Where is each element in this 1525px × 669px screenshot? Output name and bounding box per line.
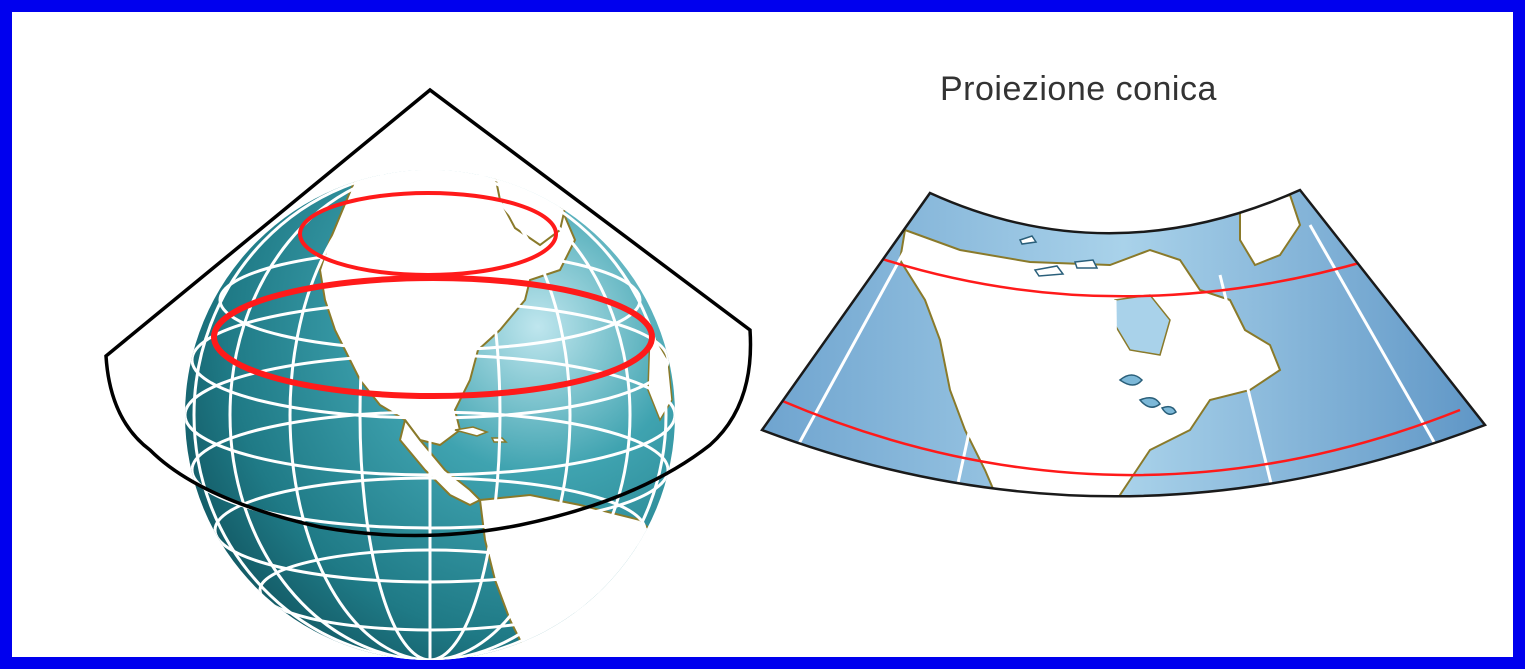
conic-map-meridians: [788, 224, 1452, 497]
upper-standard-parallel: [298, 191, 558, 277]
conic-map: [760, 188, 1488, 498]
conic-map-lower-standard-parallel: [779, 398, 1461, 477]
globe-parallels: [185, 248, 675, 632]
cone-outline: [104, 87, 753, 538]
conic-map-great-lakes: [1118, 374, 1177, 415]
conic-map-upper-standard-parallel: [869, 253, 1371, 298]
conic-map-border: [760, 188, 1488, 498]
lower-standard-parallel: [211, 275, 655, 399]
diagram-title: Proiezione conica: [940, 70, 1217, 108]
central-america-land: [398, 417, 482, 507]
globe: [185, 170, 675, 660]
conic-map-arctic-islands: [1018, 235, 1099, 277]
